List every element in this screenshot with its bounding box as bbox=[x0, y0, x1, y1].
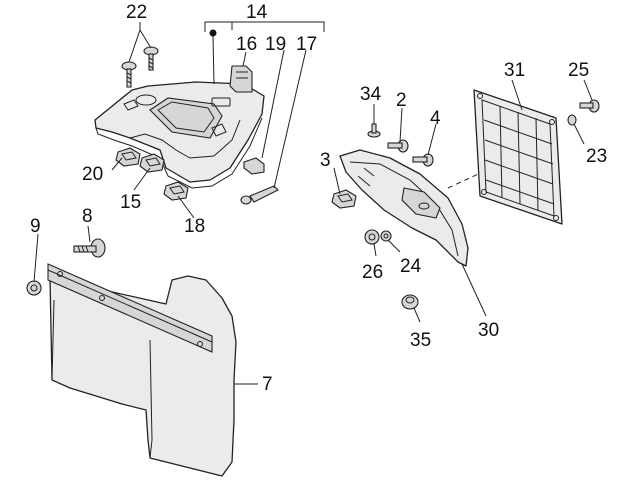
label-4: 4 bbox=[430, 108, 441, 129]
group-bracket-14 bbox=[204, 21, 325, 189]
leader-lines bbox=[33, 22, 593, 385]
grommet-35 bbox=[401, 294, 419, 310]
screw-22-b bbox=[143, 46, 159, 71]
label-23: 23 bbox=[586, 146, 607, 167]
washer-26 bbox=[364, 229, 380, 245]
nut-3 bbox=[331, 189, 357, 209]
label-3: 3 bbox=[320, 150, 331, 171]
label-22: 22 bbox=[126, 2, 147, 23]
washer-23 bbox=[567, 114, 577, 126]
label-9: 9 bbox=[30, 216, 41, 237]
label-17: 17 bbox=[296, 34, 317, 55]
carrier-tray bbox=[94, 81, 265, 189]
label-35: 35 bbox=[410, 330, 431, 351]
pin-17 bbox=[240, 185, 279, 205]
label-7: 7 bbox=[262, 374, 273, 395]
label-31: 31 bbox=[504, 60, 525, 81]
mounting-rail bbox=[47, 263, 213, 353]
nut-18 bbox=[163, 181, 189, 201]
nut-15 bbox=[139, 153, 165, 173]
label-16: 16 bbox=[236, 34, 257, 55]
label-2: 2 bbox=[396, 90, 407, 111]
label-8: 8 bbox=[82, 206, 93, 227]
screw-34 bbox=[367, 123, 381, 138]
nut-20 bbox=[115, 147, 141, 167]
label-15: 15 bbox=[120, 192, 141, 213]
label-26: 26 bbox=[362, 262, 383, 283]
label-34: 34 bbox=[360, 84, 382, 105]
screw-25 bbox=[579, 99, 600, 113]
plate-housing-30 bbox=[339, 149, 469, 267]
label-14: 14 bbox=[246, 2, 268, 23]
washer-9 bbox=[26, 280, 42, 296]
part-labels: 22 14 16 19 17 20 15 18 9 8 7 3 34 2 4 3… bbox=[30, 2, 607, 395]
clip-16 bbox=[229, 65, 253, 93]
screw-2 bbox=[387, 139, 409, 153]
screw-4 bbox=[412, 153, 434, 167]
label-25: 25 bbox=[568, 60, 589, 81]
clip-19 bbox=[243, 157, 265, 175]
washer-24 bbox=[380, 230, 392, 242]
label-30: 30 bbox=[478, 320, 499, 341]
bolt-8 bbox=[73, 238, 106, 258]
label-19: 19 bbox=[265, 34, 286, 55]
label-20: 20 bbox=[82, 164, 103, 185]
screw-22-a bbox=[121, 61, 137, 88]
plate-holder-31 bbox=[473, 89, 563, 225]
label-18: 18 bbox=[184, 216, 205, 237]
label-24: 24 bbox=[400, 256, 422, 277]
